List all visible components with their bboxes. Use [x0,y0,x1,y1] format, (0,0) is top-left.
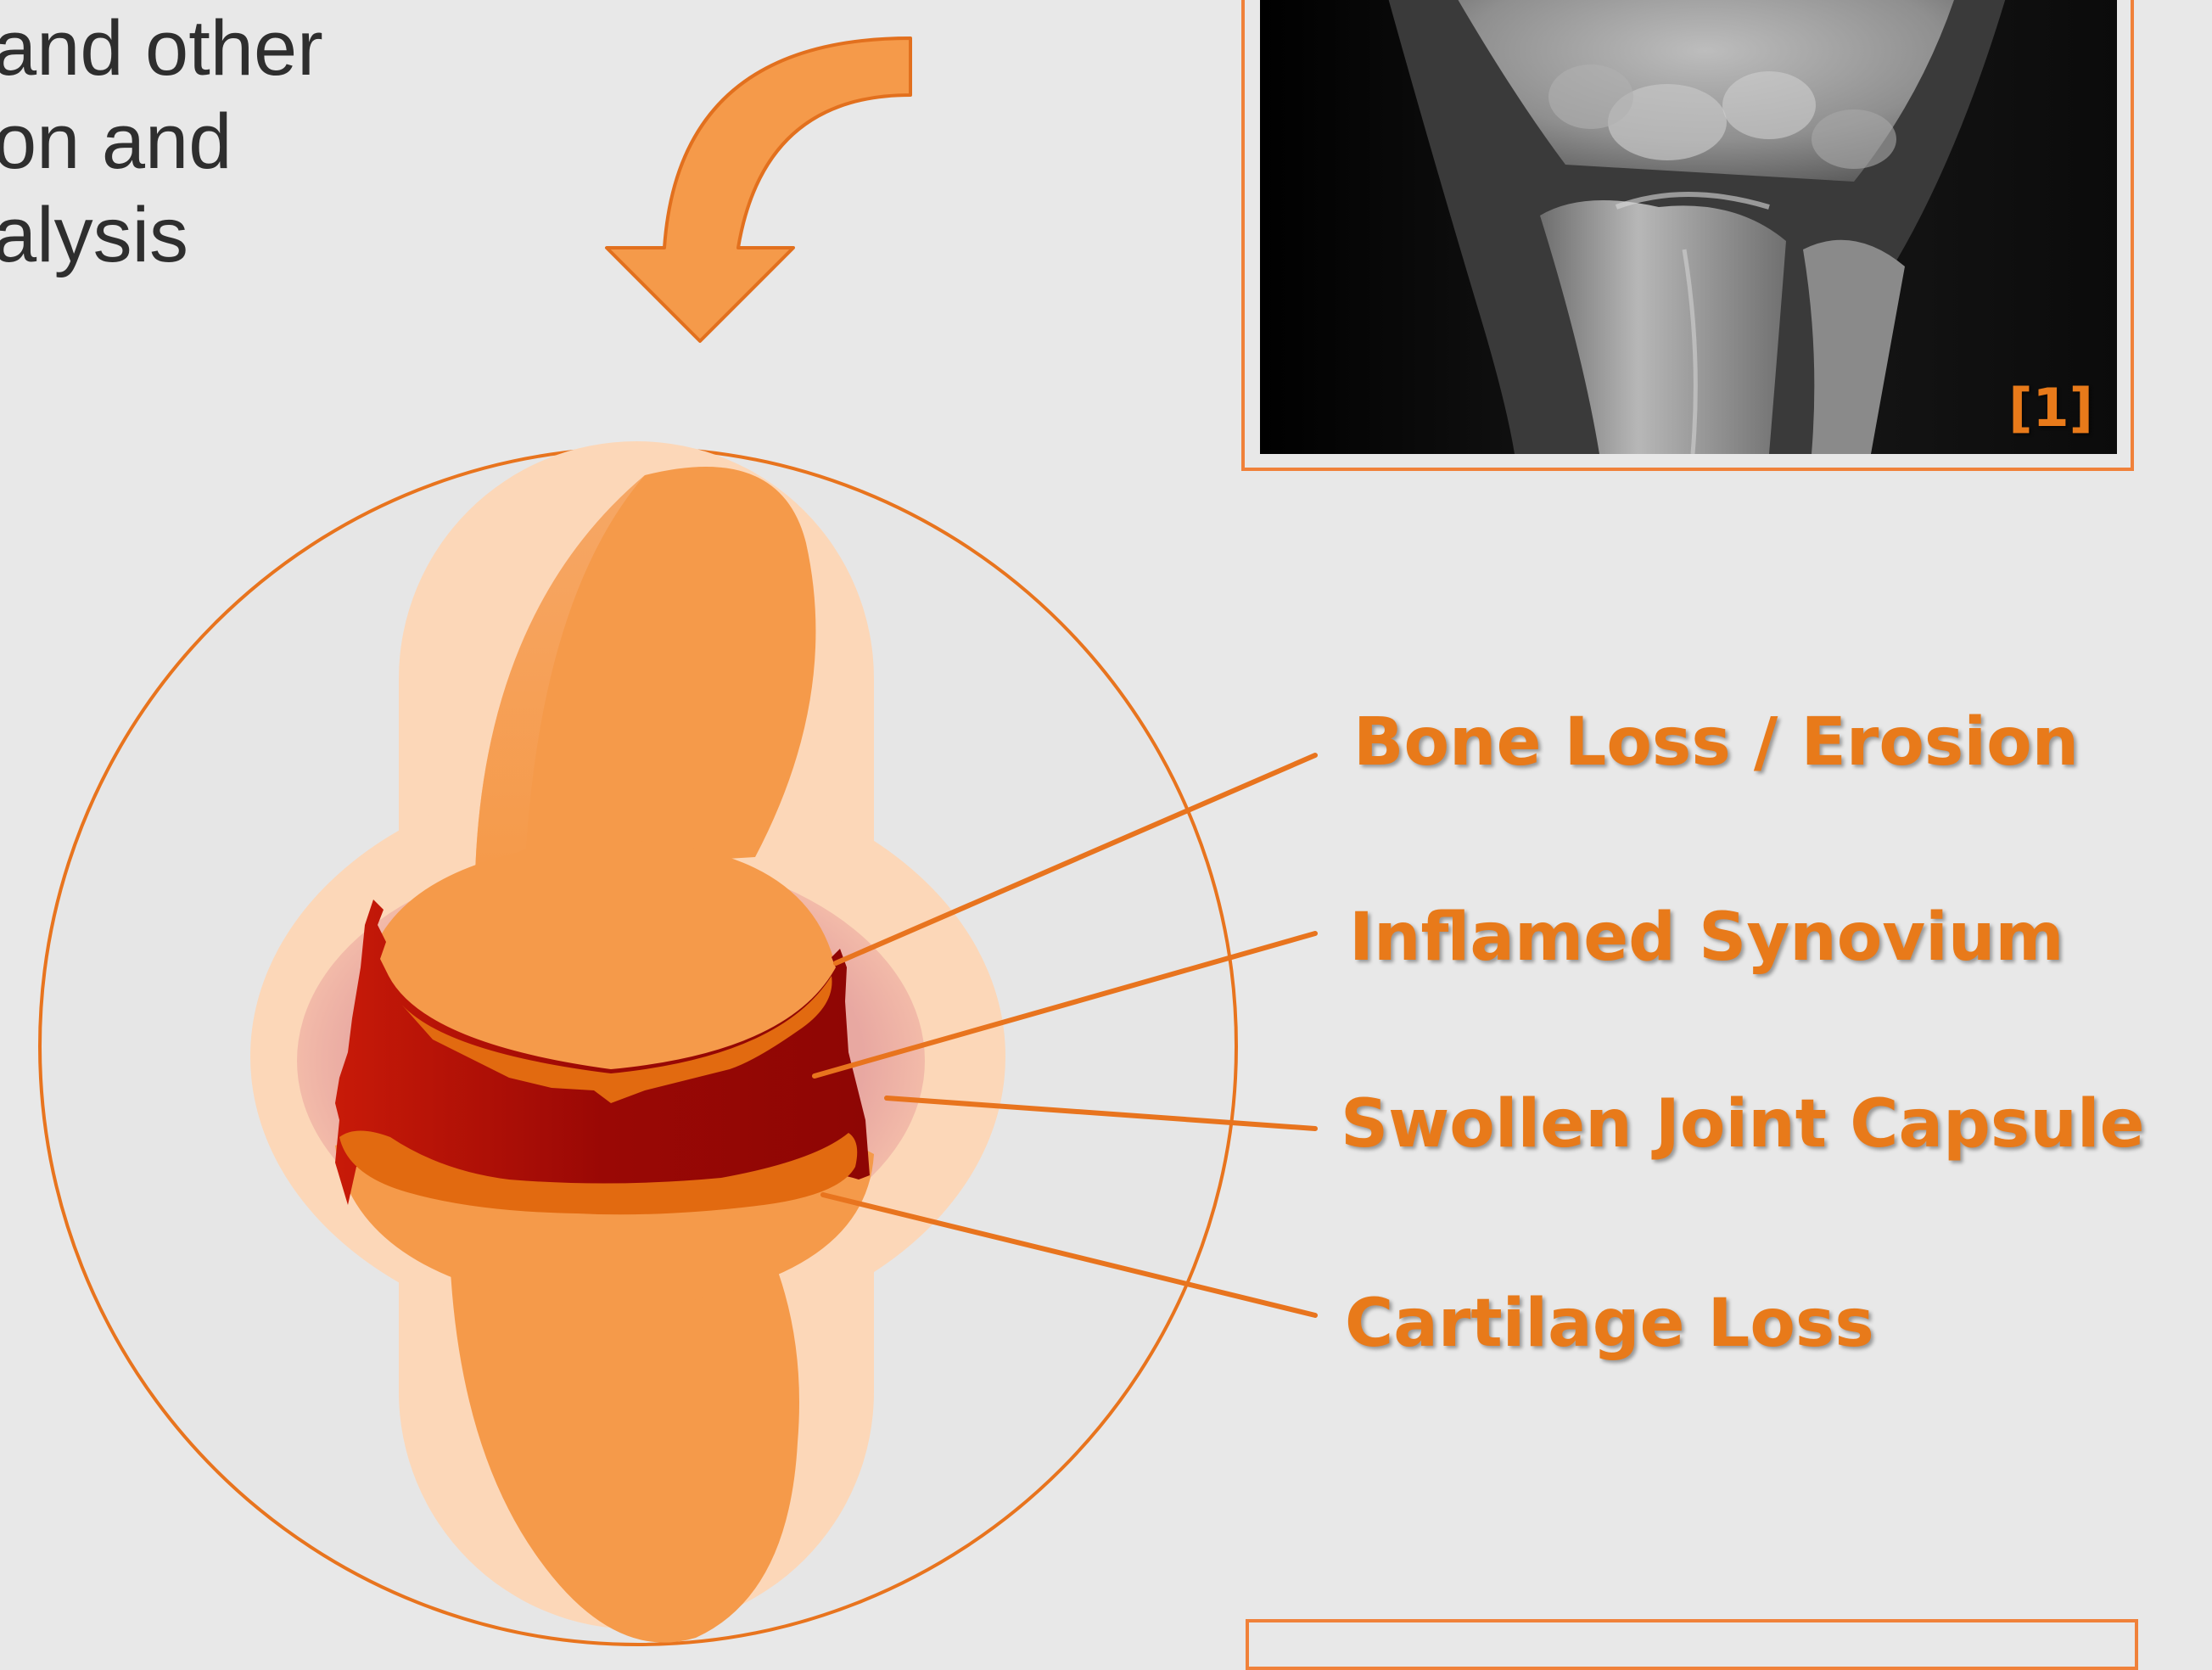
lower-cartilage [339,1131,857,1215]
curved-arrow-icon [607,38,910,341]
bone-shapes [450,467,815,1643]
intro-text: and other on and alysis [0,2,384,282]
lower-bone-end [335,1120,874,1311]
label-bone-loss: Bone Loss / Erosion [1353,704,2079,781]
intro-line-1: and other [0,2,384,95]
intro-line-2: on and [0,95,384,188]
xray-image: [1] [1260,0,2117,454]
xray-figure: [1] [1241,0,2134,471]
label-cartilage-loss: Cartilage Loss [1345,1286,1874,1362]
upper-cartilage [399,976,832,1103]
leader-line-cartilage [823,1195,1315,1315]
synovium-band [335,899,870,1205]
bottom-text-box [1246,1619,2138,1670]
magnifier-circle [40,448,1236,1645]
joint-capsule [297,853,925,1269]
joint-capsule-halo [250,441,1005,1629]
leader-line-capsule [887,1098,1315,1129]
label-inflamed-synovium: Inflamed Synovium [1349,899,2064,976]
xray-reference-label: [1] [2008,377,2093,439]
leader-line-bone-loss [836,755,1315,963]
upper-bone-end [365,840,836,1078]
intro-line-3: alysis [0,188,384,282]
leader-lines [815,755,1315,1315]
label-swollen-joint-capsule: Swollen Joint Capsule [1341,1086,2145,1163]
leader-line-synovium [815,933,1315,1076]
